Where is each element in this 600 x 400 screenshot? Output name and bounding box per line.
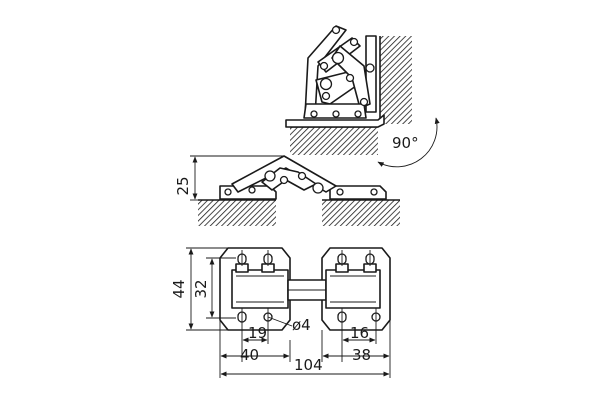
angle-label: 90° [392, 134, 419, 152]
total-length-label: 104 [294, 356, 323, 374]
vertical-panel [380, 36, 412, 124]
open-90-view: 90° [285, 25, 440, 168]
inner-height-label: 32 [192, 279, 210, 298]
right-panel [322, 200, 400, 226]
right-span-label: 38 [352, 346, 371, 364]
closed-side-view: 25 [174, 155, 400, 226]
left-panel [198, 200, 276, 226]
horizontal-panel [290, 127, 378, 155]
left-span-label: 40 [240, 346, 259, 364]
right-hole-span-label: 16 [350, 324, 369, 342]
angle-arc [377, 117, 440, 168]
outer-height-label: 44 [170, 279, 188, 298]
left-hole-span-label: 19 [248, 324, 267, 342]
height-label: 25 [174, 176, 192, 195]
plan-view: 44 32 ø4 19 16 40 38 104 [170, 247, 391, 378]
hole-diameter-label: ø4 [292, 316, 311, 334]
